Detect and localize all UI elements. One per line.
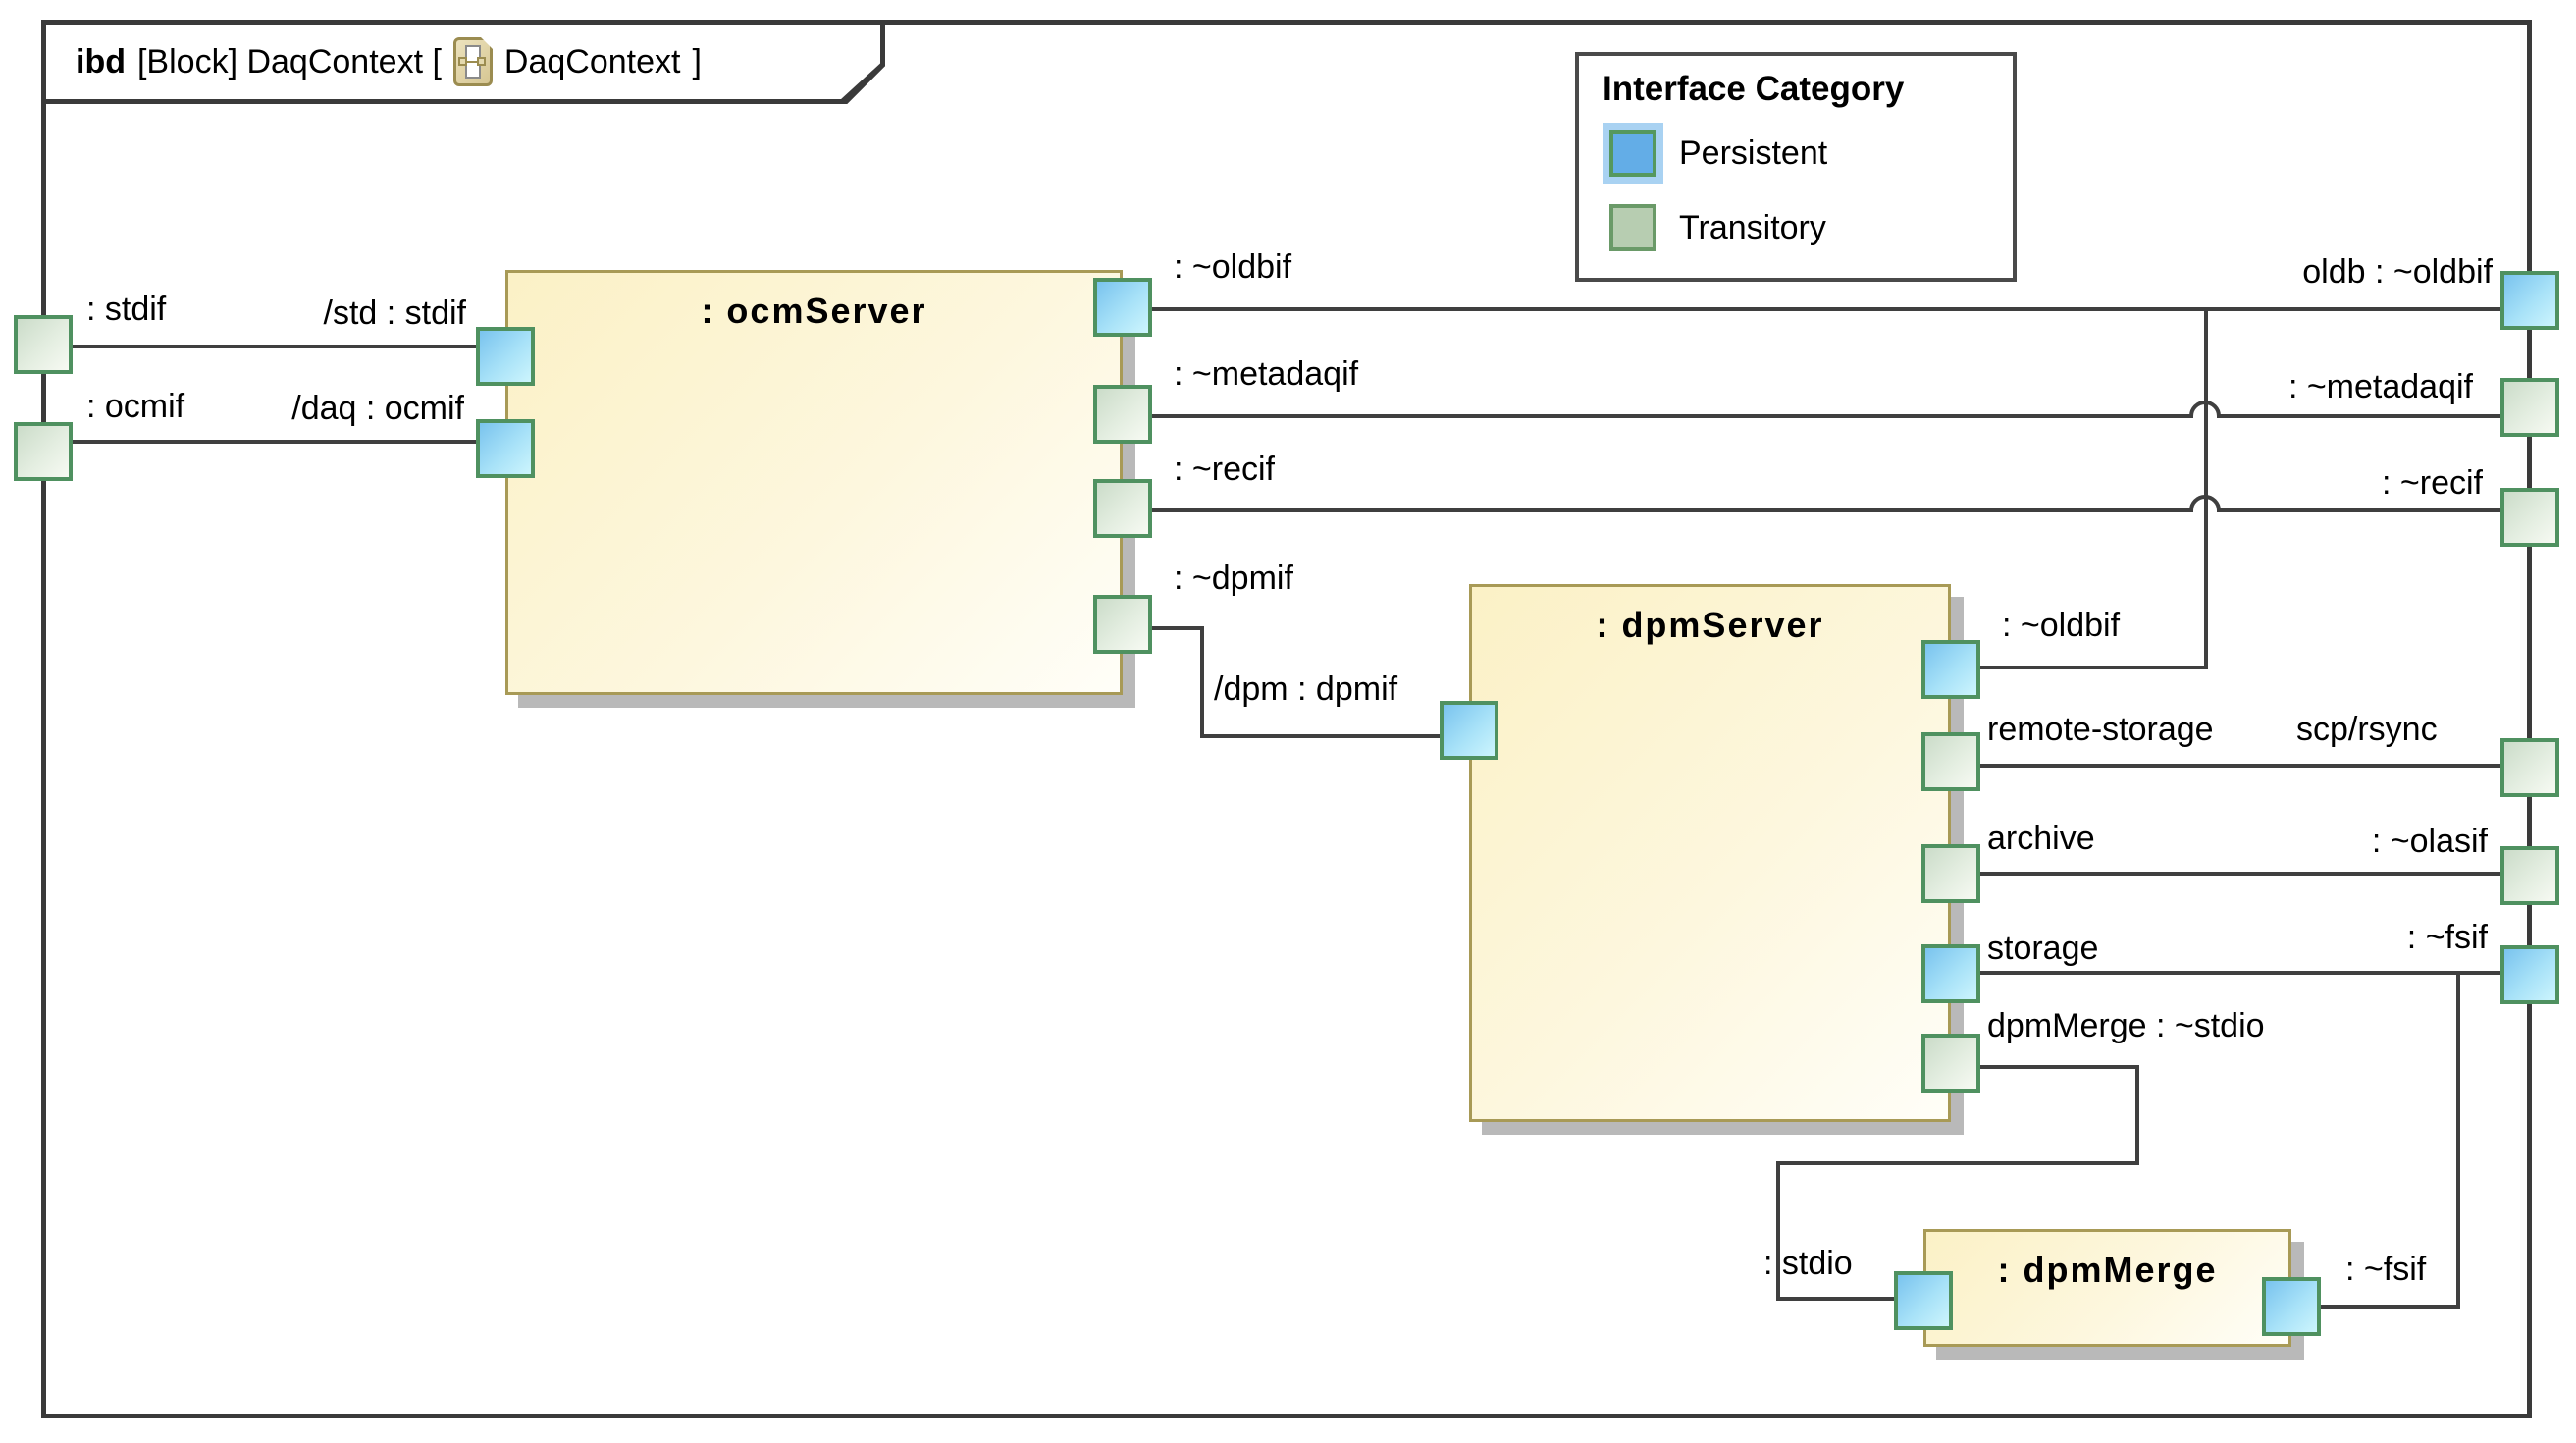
dpm-oldbif-port[interactable] [1921, 640, 1980, 699]
fsif-frame-label: : ~fsif [2406, 919, 2488, 956]
connector-fsif-branch[interactable] [2291, 973, 2460, 1309]
diagram-title-tab: ibd [Block] DaqContext [ DaqContext ] [41, 20, 885, 104]
storage-label: storage [1987, 930, 2099, 967]
frame-stdif-port[interactable] [14, 315, 73, 374]
frame-fsif-port[interactable] [2500, 945, 2559, 1004]
diagram-close-bracket: ] [692, 42, 702, 80]
remote-storage-label: remote-storage [1987, 711, 2214, 748]
ocm-daq-port[interactable] [476, 419, 535, 478]
frame-ocmif-port[interactable] [14, 422, 73, 481]
dpmmerge-stdio-label: dpmMerge : ~stdio [1987, 1007, 2265, 1044]
frame-metadaqif-label: : ~metadaqif [2287, 368, 2473, 405]
legend-item-label: Persistent [1679, 134, 1828, 172]
ocm-recif-label: : ~recif [1174, 451, 1275, 488]
ocm-oldbif-label: : ~oldbif [1174, 248, 1292, 286]
frame-stdif-label: : stdif [86, 291, 167, 328]
scp-rsync-label: scp/rsync [2296, 711, 2438, 748]
connector-dpmif[interactable] [1123, 626, 1469, 738]
frame-scp-rsync-port[interactable] [2500, 738, 2559, 797]
merge-stdio-port[interactable] [1894, 1271, 1953, 1330]
ocm-dpmif-label: : ~dpmif [1174, 560, 1293, 597]
diagram-kind-keyword: ibd [76, 42, 126, 80]
block-title: : dpmMerge [1997, 1250, 2218, 1290]
frame-recif-label: : ~recif [2382, 464, 2483, 502]
block-title: : dpmServer [1596, 605, 1824, 645]
transitory-swatch-icon [1609, 204, 1656, 251]
frame-recif-port[interactable] [2500, 488, 2559, 547]
dpm-dpmmerge-stdio-port[interactable] [1921, 1034, 1980, 1093]
dpmmerge-block[interactable]: : dpmMerge [1923, 1229, 2291, 1347]
dpm-storage-port[interactable] [1921, 944, 1980, 1003]
ocm-std-port[interactable] [476, 327, 535, 386]
persistent-swatch-icon [1609, 130, 1656, 177]
connector-dpm-oldbif[interactable] [1951, 309, 2208, 669]
ocm-metadaqif-port[interactable] [1093, 385, 1152, 444]
merge-fsif-port[interactable] [2262, 1277, 2321, 1336]
legend-item-persistent: Persistent [1603, 123, 2013, 184]
interface-category-legend: Interface Category Persistent Transitory [1575, 52, 2017, 282]
ocm-recif-port[interactable] [1093, 479, 1152, 538]
ocm-dpmif-port[interactable] [1093, 595, 1152, 654]
ocm-oldbif-port[interactable] [1093, 278, 1152, 337]
connector-recif[interactable] [1123, 495, 2530, 512]
ocmserver-block[interactable]: : ocmServer [505, 270, 1123, 695]
archive-label: archive [1987, 820, 2095, 857]
ocm-std-label: /std : stdif [323, 294, 467, 332]
ocm-daq-label: /daq : ocmif [291, 390, 464, 427]
oldb-oldbif-label: oldb : ~oldbif [2302, 253, 2493, 291]
block-title: : ocmServer [701, 291, 927, 331]
dpm-remote-storage-port[interactable] [1921, 732, 1980, 791]
connector-stdio[interactable] [1776, 1065, 2139, 1301]
diagram-context-text: [Block] DaqContext [ [136, 42, 442, 80]
ibd-diagram-icon [452, 37, 493, 86]
frame-olasif-port[interactable] [2500, 846, 2559, 905]
frame-metadaqif-port[interactable] [2500, 378, 2559, 437]
olasif-label: : ~olasif [2371, 823, 2488, 860]
diagram-name-text: DaqContext [503, 42, 681, 80]
dpmserver-block[interactable]: : dpmServer [1469, 584, 1951, 1122]
merge-fsif-label: : ~fsif [2345, 1251, 2427, 1288]
legend-item-transitory: Transitory [1603, 197, 2013, 258]
dpm-dpm-port[interactable] [1440, 701, 1498, 760]
frame-oldb-port[interactable] [2500, 271, 2559, 330]
ocm-metadaqif-label: : ~metadaqif [1174, 355, 1359, 393]
stdio-label: : stdio [1763, 1245, 1853, 1282]
diagram-frame [41, 20, 2532, 1418]
dpm-oldbif-label: : ~oldbif [2002, 607, 2121, 644]
frame-ocmif-label: : ocmif [86, 388, 185, 425]
legend-title: Interface Category [1603, 70, 1905, 108]
legend-item-label: Transitory [1679, 208, 1826, 246]
dpm-port-label: /dpm : dpmif [1214, 670, 1398, 708]
dpm-archive-port[interactable] [1921, 844, 1980, 903]
